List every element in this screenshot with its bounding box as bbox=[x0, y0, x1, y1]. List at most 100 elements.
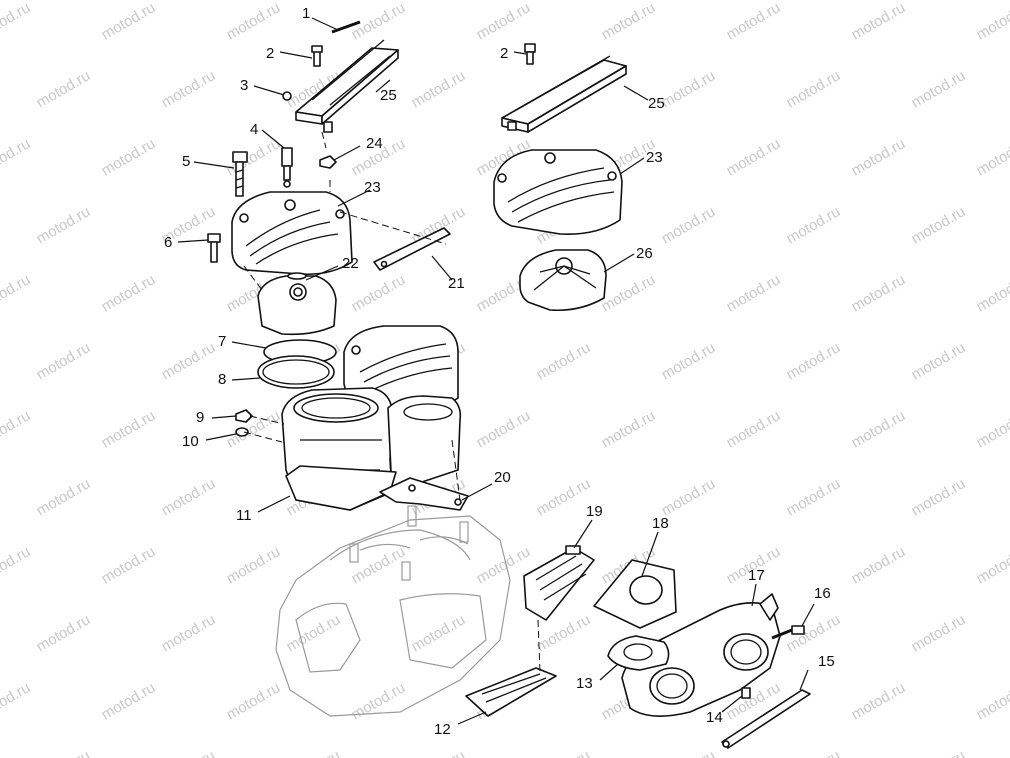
callout-24: 24 bbox=[366, 135, 383, 152]
spark-plug-4 bbox=[281, 147, 293, 188]
watermark-text: motod.ru bbox=[0, 271, 33, 315]
pin-1 bbox=[331, 20, 361, 34]
crankcase bbox=[275, 505, 511, 717]
watermark-text: motod.ru bbox=[34, 67, 94, 111]
watermark-text: motod.ru bbox=[909, 67, 969, 111]
watermark-text: motod.ru bbox=[159, 67, 219, 111]
watermark-text: motod.ru bbox=[599, 0, 659, 43]
watermark-text: motod.ru bbox=[784, 203, 844, 247]
watermark-text: motod.ru bbox=[849, 0, 909, 43]
watermark-text: motod.ru bbox=[349, 271, 409, 315]
watermark-text: motod.ru bbox=[159, 747, 219, 758]
watermark-text: motod.ru bbox=[974, 135, 1010, 179]
watermark-text: motod.ru bbox=[474, 407, 534, 451]
watermark-text: motod.ru bbox=[909, 747, 969, 758]
watermark-text: motod.ru bbox=[34, 611, 94, 655]
bolt-5 bbox=[232, 151, 248, 197]
watermark-text: motod.ru bbox=[99, 679, 159, 723]
watermark-text: motod.ru bbox=[599, 407, 659, 451]
watermark-text: motod.ru bbox=[99, 135, 159, 179]
watermark-text: motod.ru bbox=[849, 407, 909, 451]
watermark-text: motod.ru bbox=[99, 0, 159, 43]
fuel-rail-left bbox=[295, 39, 399, 133]
callout-15: 15 bbox=[818, 653, 835, 670]
bolt-14 bbox=[741, 687, 751, 699]
watermark-text: motod.ru bbox=[909, 203, 969, 247]
watermark-text: motod.ru bbox=[974, 543, 1010, 587]
watermark-text: motod.ru bbox=[99, 407, 159, 451]
watermark-text: motod.ru bbox=[724, 135, 784, 179]
watermark-text: motod.ru bbox=[99, 271, 159, 315]
bolt-16 bbox=[771, 625, 805, 640]
watermark-text: motod.ru bbox=[974, 679, 1010, 723]
callout-22: 22 bbox=[342, 255, 359, 272]
callout-2-right: 2 bbox=[500, 45, 508, 62]
reed-plate-12 bbox=[465, 667, 557, 717]
flange-13 bbox=[607, 635, 670, 671]
cylinder-11 bbox=[281, 387, 462, 511]
cylinder-head-cover-right bbox=[493, 149, 623, 236]
watermark-text: motod.ru bbox=[409, 747, 469, 758]
watermark-text: motod.ru bbox=[0, 135, 33, 179]
callout-11: 11 bbox=[236, 507, 252, 524]
watermark-text: motod.ru bbox=[974, 0, 1010, 43]
screw-3 bbox=[282, 91, 292, 101]
callout-25-left: 25 bbox=[380, 87, 397, 104]
watermark-text: motod.ru bbox=[159, 475, 219, 519]
watermark-text: motod.ru bbox=[659, 203, 719, 247]
callout-5: 5 bbox=[182, 153, 190, 170]
watermark-text: motod.ru bbox=[784, 67, 844, 111]
watermark-text: motod.ru bbox=[534, 747, 594, 758]
callout-2-left: 2 bbox=[266, 45, 274, 62]
watermark-text: motod.ru bbox=[909, 339, 969, 383]
callout-9: 9 bbox=[196, 409, 204, 426]
callout-16: 16 bbox=[814, 585, 831, 602]
callout-21: 21 bbox=[448, 275, 465, 292]
watermark-text: motod.ru bbox=[159, 339, 219, 383]
callout-25-right: 25 bbox=[648, 95, 665, 112]
watermark-text: motod.ru bbox=[0, 407, 33, 451]
callout-7: 7 bbox=[218, 333, 226, 350]
callout-10: 10 bbox=[182, 433, 199, 450]
callout-20: 20 bbox=[494, 469, 511, 486]
watermark-text: motod.ru bbox=[34, 339, 94, 383]
watermark-text: motod.ru bbox=[849, 271, 909, 315]
screw-2-left bbox=[311, 45, 323, 67]
watermark-text: motod.ru bbox=[0, 543, 33, 587]
water-cover-26 bbox=[519, 249, 607, 312]
gasket-18 bbox=[593, 559, 677, 629]
watermark-text: motod.ru bbox=[784, 475, 844, 519]
watermark-text: motod.ru bbox=[349, 679, 409, 723]
leader-lines bbox=[177, 17, 815, 725]
watermark-text: motod.ru bbox=[849, 679, 909, 723]
watermark-text: motod.ru bbox=[224, 0, 284, 43]
callout-19: 19 bbox=[586, 503, 603, 520]
assembly-lines bbox=[243, 131, 541, 673]
watermark-text: motod.ru bbox=[909, 611, 969, 655]
watermark-text: motod.ru bbox=[659, 747, 719, 758]
watermark-text: motod.ru bbox=[724, 0, 784, 43]
callout-26: 26 bbox=[636, 245, 653, 262]
watermark-text: motod.ru bbox=[784, 339, 844, 383]
callout-23-left: 23 bbox=[364, 179, 381, 196]
o-ring-8 bbox=[257, 355, 335, 389]
callout-4: 4 bbox=[250, 121, 258, 138]
watermark-text: motod.ru bbox=[409, 611, 469, 655]
watermark-text: motod.ru bbox=[659, 67, 719, 111]
callout-13: 13 bbox=[576, 675, 593, 692]
nut-9 bbox=[235, 409, 253, 423]
callout-14: 14 bbox=[706, 709, 723, 726]
reed-valve-19 bbox=[523, 545, 595, 621]
callout-17: 17 bbox=[748, 567, 765, 584]
callout-3: 3 bbox=[240, 77, 248, 94]
watermark-text: motod.ru bbox=[0, 0, 33, 43]
watermark-text: motod.ru bbox=[849, 543, 909, 587]
watermark-text: motod.ru bbox=[659, 475, 719, 519]
watermark-text: motod.ru bbox=[409, 67, 469, 111]
watermark-text: motod.ru bbox=[224, 679, 284, 723]
gasket-20 bbox=[379, 477, 469, 511]
nut-24 bbox=[319, 155, 337, 169]
bolt-6 bbox=[207, 233, 221, 263]
watermark-text: motod.ru bbox=[534, 339, 594, 383]
